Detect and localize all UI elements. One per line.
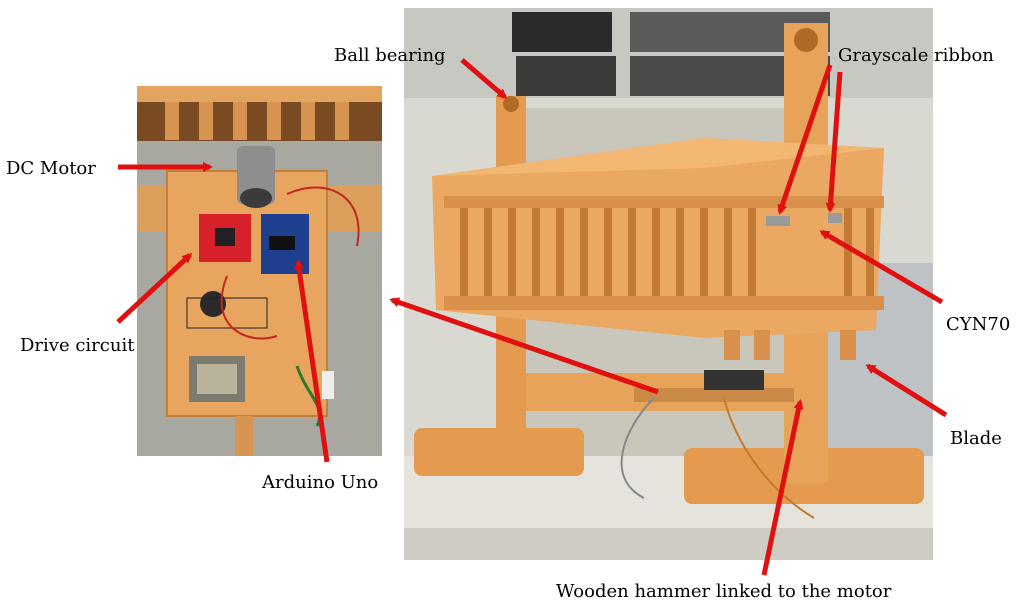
label-drive-circuit: Drive circuit xyxy=(20,335,135,356)
label-wooden-hammer: Wooden hammer linked to the motor xyxy=(556,581,892,602)
arrow-drive-circuit xyxy=(116,252,193,324)
label-blade: Blade xyxy=(950,428,1002,449)
label-arduino-uno: Arduino Uno xyxy=(262,472,379,493)
cradle-photo xyxy=(404,8,933,560)
arrow-cyn70 xyxy=(819,229,944,305)
label-cyn70: CYN70 xyxy=(946,314,1011,335)
arrow-ball-bearing xyxy=(460,58,508,99)
label-ball-bearing: Ball bearing xyxy=(334,45,446,66)
arrow-hammer xyxy=(761,399,804,576)
arrow-ribbon-1 xyxy=(777,64,833,215)
label-grayscale-ribbon: Grayscale ribbon xyxy=(838,45,994,66)
arrow-inset-to-cradle xyxy=(389,297,659,395)
label-dc-motor: DC Motor xyxy=(6,158,96,179)
arrow-arduino xyxy=(294,259,330,463)
arrow-ribbon-2 xyxy=(825,71,843,213)
cradle-illustration xyxy=(404,8,933,560)
arrow-blade xyxy=(865,363,948,418)
